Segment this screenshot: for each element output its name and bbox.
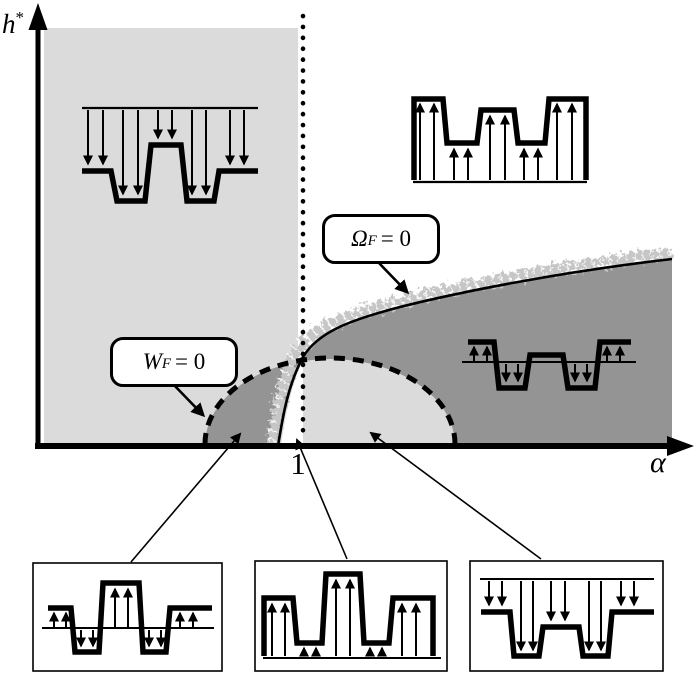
inset-mid-right (462, 339, 636, 391)
film-profile (468, 339, 631, 391)
film-profile (261, 571, 436, 656)
film-profile (48, 580, 212, 655)
omega-equation: = 0 (380, 226, 412, 251)
w-equation: = 0 (175, 349, 206, 374)
film-profile (82, 142, 258, 204)
up-arrows (415, 102, 577, 180)
connector-arrow-middle (295, 438, 348, 560)
up-arrows (267, 578, 421, 657)
wf-callout-arrow (172, 383, 206, 418)
wf-zero-dashed-curve (202, 355, 458, 445)
stipple-band (264, 246, 673, 445)
w-subscript: F (161, 355, 172, 372)
film-profile (481, 609, 654, 659)
inset-upper-right (411, 96, 589, 184)
connector-arrow-left (130, 432, 242, 563)
connector-arrow-right (369, 431, 542, 560)
omega-f-zero-solid-curve (276, 257, 673, 447)
omega-symbol: Ω (350, 226, 368, 251)
axes (28, 3, 694, 456)
x-axis-tick-one: 1 (290, 446, 306, 481)
omega-subscript: F (367, 232, 377, 249)
inset-upper-left (82, 106, 258, 204)
x-axis-label: α (650, 446, 666, 479)
mixed-arrows (469, 345, 625, 383)
connector-arrows (130, 431, 542, 563)
stipple-white-speckles (264, 246, 673, 445)
inset-bottom-middle (254, 560, 448, 672)
inset-bottom-right (469, 560, 664, 672)
w-symbol: W (142, 349, 162, 374)
inset-frame (469, 560, 664, 672)
omega-callout-arrow (378, 262, 410, 295)
white-gap-band (281, 360, 303, 445)
film-profile (411, 96, 589, 180)
y-axis-label: h* (2, 8, 24, 39)
x-axis-arrow-icon (667, 436, 694, 456)
down-arrows (484, 581, 639, 652)
y-axis-arrow-icon (28, 3, 48, 30)
mixed-arrows (49, 587, 198, 648)
down-arrows (83, 110, 249, 196)
inset-bottom-left (32, 562, 223, 672)
